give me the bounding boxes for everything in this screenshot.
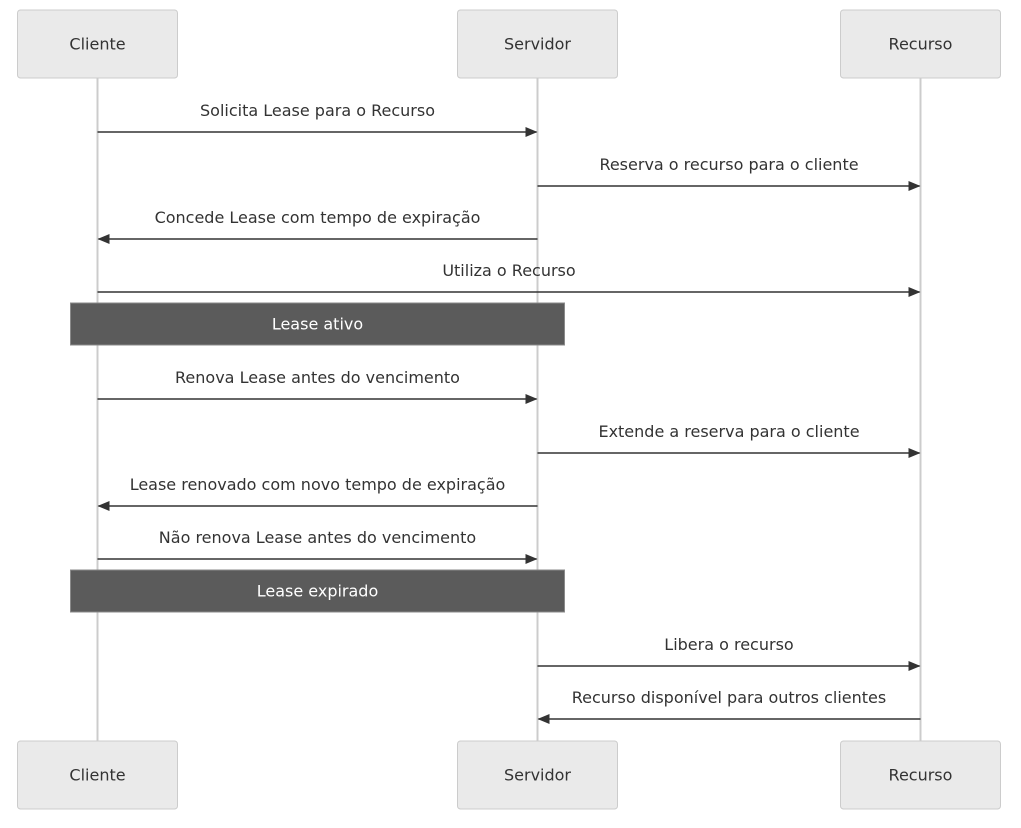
message-label: Não renova Lease antes do vencimento <box>159 528 476 547</box>
note-box <box>70 302 565 346</box>
message-label: Concede Lease com tempo de expiração <box>155 208 481 227</box>
actor-box <box>457 740 618 810</box>
actor-cliente-top: Cliente <box>17 9 178 79</box>
note: Lease ativo <box>70 302 565 346</box>
message-label: Recurso disponível para outros clientes <box>572 688 886 707</box>
note: Lease expirado <box>70 569 565 613</box>
actor-servidor-top: Servidor <box>457 9 618 79</box>
actor-label: Recurso <box>889 766 953 785</box>
note-label: Lease expirado <box>257 582 379 601</box>
actor-box <box>17 9 178 79</box>
actor-label: Recurso <box>889 35 953 54</box>
message-label: Utiliza o Recurso <box>442 261 575 280</box>
actor-label: Servidor <box>504 766 571 785</box>
message-label: Lease renovado com novo tempo de expiraç… <box>130 475 506 494</box>
message: Lease renovado com novo tempo de expiraç… <box>97 475 538 511</box>
message: Concede Lease com tempo de expiração <box>97 208 538 244</box>
actor-recurso-bottom: Recurso <box>840 740 1001 810</box>
message: Recurso disponível para outros clientes <box>537 688 921 724</box>
message: Reserva o recurso para o cliente <box>537 155 921 191</box>
actors-bottom: Cliente Servidor Recurso <box>17 740 1001 810</box>
message-label: Renova Lease antes do vencimento <box>175 368 460 387</box>
note-label: Lease ativo <box>272 315 363 334</box>
note-box <box>70 569 565 613</box>
actor-box <box>840 9 1001 79</box>
actors-top: Cliente Servidor Recurso <box>17 9 1001 79</box>
actor-box <box>840 740 1001 810</box>
message-label: Solicita Lease para o Recurso <box>200 101 435 120</box>
message-label: Libera o recurso <box>664 635 793 654</box>
actor-box <box>17 740 178 810</box>
message-label: Extende a reserva para o cliente <box>598 422 859 441</box>
message: Não renova Lease antes do vencimento <box>97 528 538 564</box>
message: Utiliza o Recurso <box>97 261 921 297</box>
actor-cliente-bottom: Cliente <box>17 740 178 810</box>
lifelines <box>96 78 922 741</box>
actor-label: Cliente <box>69 766 125 785</box>
actor-recurso-top: Recurso <box>840 9 1001 79</box>
actor-box <box>457 9 618 79</box>
actor-label: Cliente <box>69 35 125 54</box>
actor-servidor-bottom: Servidor <box>457 740 618 810</box>
message: Libera o recurso <box>537 635 921 671</box>
message-label: Reserva o recurso para o cliente <box>599 155 858 174</box>
actor-label: Servidor <box>504 35 571 54</box>
message: Solicita Lease para o Recurso <box>97 101 538 137</box>
message: Extende a reserva para o cliente <box>537 422 921 458</box>
message: Renova Lease antes do vencimento <box>97 368 538 404</box>
